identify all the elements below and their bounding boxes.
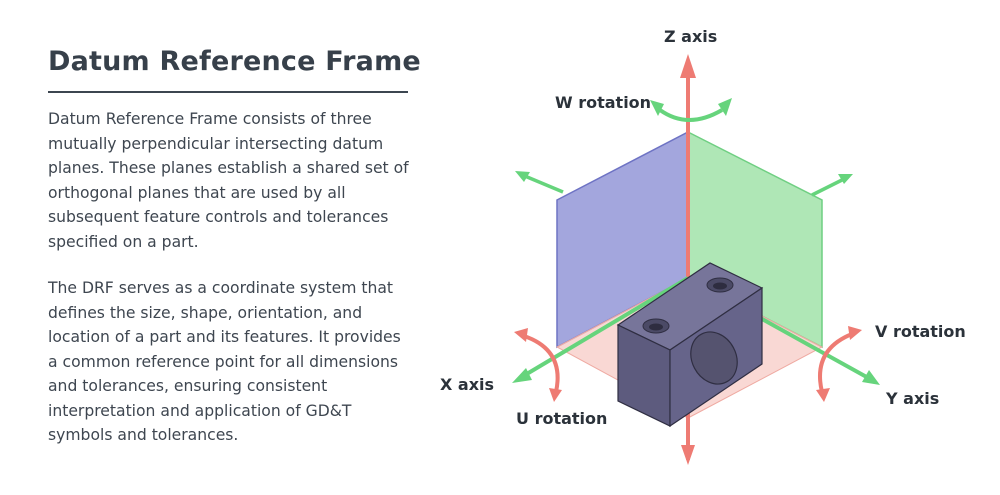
part-counterbore-2-hole — [713, 282, 727, 290]
page-title: Datum Reference Frame — [48, 46, 421, 77]
x-axis-arrowhead — [512, 368, 532, 383]
datum-reference-frame-diagram: Z axis W rotation V rotation X axis Y ax… — [440, 27, 966, 465]
label-x-axis: X axis — [440, 375, 494, 394]
part-block — [616, 262, 764, 428]
part-counterbore-1-hole — [649, 323, 663, 331]
y-axis-arrowhead — [862, 370, 880, 385]
w-rotation-arc — [658, 108, 724, 122]
xz-normal-arrow — [519, 172, 564, 194]
w-rotation-right-cone — [718, 98, 732, 116]
xz-normal-arrowhead — [515, 171, 530, 182]
v-rotation-bottom-cone — [816, 388, 830, 402]
u-rotation-bottom-cone — [549, 388, 562, 402]
z-axis-bottom-arrowhead — [681, 445, 695, 465]
label-z-axis: Z axis — [664, 27, 717, 46]
x-axis-line — [518, 276, 690, 380]
title-divider — [48, 91, 408, 93]
paragraph-2: The DRF serves as a coordinate system th… — [48, 279, 401, 444]
v-rotation-arc — [818, 332, 853, 393]
w-rotation-left-cone — [650, 100, 664, 116]
text-panel: Datum Reference Frame Datum Reference Fr… — [48, 46, 421, 470]
u-rotation-arc — [523, 334, 560, 393]
v-rotation-top-cone — [848, 326, 862, 340]
yz-normal-arrowhead — [838, 174, 853, 184]
label-v-rotation: V rotation — [875, 322, 966, 341]
z-axis-arrowhead — [680, 54, 696, 78]
label-w-rotation: W rotation — [555, 93, 651, 112]
label-y-axis: Y axis — [885, 389, 939, 408]
part-through-hole — [690, 331, 738, 385]
label-u-rotation: U rotation — [516, 409, 607, 428]
paragraph-1: Datum Reference Frame consists of three … — [48, 110, 409, 251]
u-rotation-top-cone — [514, 328, 528, 342]
